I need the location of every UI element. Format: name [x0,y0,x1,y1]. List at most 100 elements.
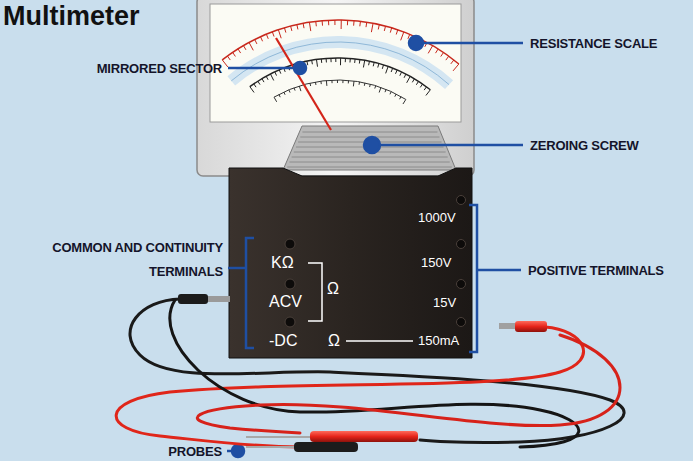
scale-tick [391,68,392,72]
scale-arc [250,58,431,90]
scale-tick [400,72,402,76]
scale-tick [274,97,277,102]
scale-tick [315,21,317,26]
scale-tick [382,65,383,69]
terminal-holes [285,196,466,328]
scale-tick [436,49,439,53]
scale-tick [426,90,430,96]
scale-tick [227,56,230,60]
meter-face [210,4,461,122]
terminal-label: 150V [421,255,451,270]
scale-tick [330,58,331,62]
housing-ridge [302,132,437,133]
scale-tick [254,84,256,87]
ohm-symbol: Ω [327,280,339,298]
scale-tick [222,60,228,67]
housing-ridge [292,157,448,158]
blue-brackets [228,205,521,352]
diagram-title: Multimeter [3,1,140,31]
scale-tick [451,60,454,64]
scale-tick [284,28,285,33]
scale-tick [348,80,349,83]
housing-ridge [287,167,451,168]
ohm-symbol: Ω [328,332,340,350]
housing-ridge [289,162,449,163]
scale-tick [441,52,444,56]
scale-tick [249,42,253,50]
scale-tick [396,30,398,35]
scale-tick [337,80,338,83]
scale-tick [331,80,332,83]
scale-tick [275,72,277,76]
scale-tick [378,64,379,68]
scale-tick [278,30,281,39]
scale-tick [316,60,317,67]
scale-tick [424,87,426,90]
ohm-bracket [308,263,322,321]
scale-tick [428,46,433,54]
scale-tick [359,82,361,85]
scale-tick [390,28,391,33]
scale-tick [279,94,280,97]
meter-needle [276,38,331,130]
scale-tick [299,86,301,91]
scale-tick [395,94,396,97]
terminal-label: 15V [433,295,456,310]
callout-label: RESISTANCE SCALE [530,36,657,51]
scale-tick [364,83,366,86]
scale-tick [347,20,348,25]
scale-tick [321,59,322,63]
scale-tick [266,76,268,80]
scale-tick [326,58,327,62]
scale-tick [291,26,292,31]
scale-tick [354,59,355,63]
scale-tick [233,52,236,56]
scale-tick [359,21,361,26]
scale-tick [250,87,254,93]
scale-tick [279,70,281,74]
scale-tick [353,81,355,86]
callout-label: PROBES [168,444,222,459]
scale-tick [385,89,386,92]
scale-tick [378,25,379,30]
scale-tick [341,20,342,29]
scale-tick [420,84,422,87]
scale-tick [342,80,343,83]
scale-tick [326,81,327,86]
scale-tick [243,46,246,50]
scale-tick [306,61,308,65]
scale-tick [349,59,350,63]
scale-tick [453,64,459,71]
scale-tick [403,99,406,104]
scale-tick [334,20,335,25]
scale-tick [311,60,313,64]
scale-tick [322,21,323,26]
leader-lines [227,36,523,457]
plugs [178,294,547,332]
scale-tick [363,60,364,67]
callout-label: ZEROING SCREW [530,138,639,153]
scale-tick [297,25,298,30]
scale-arc [274,80,406,99]
terminal-label: ACV [269,293,302,311]
scale-tick [315,82,317,85]
scale-tick [416,81,418,84]
scale-tick [309,22,310,31]
scale-tick [401,32,404,40]
scale-tick [289,90,290,93]
probes [246,431,418,452]
scale-tick [374,86,376,89]
scale-tick [335,58,336,62]
scale-tick [255,39,257,43]
test-leads [116,299,624,447]
scale-tick [320,81,321,84]
scale-tick [328,20,329,25]
scale-tick [379,87,381,92]
terminal-label: 1000V [418,210,456,225]
scale-tick [396,70,398,74]
scale-tick [272,32,274,37]
callout-label: MIRRORED SECTOR [97,61,222,76]
scale-tick [294,88,295,91]
scale-tick [369,84,371,87]
scale-tick [284,92,285,95]
